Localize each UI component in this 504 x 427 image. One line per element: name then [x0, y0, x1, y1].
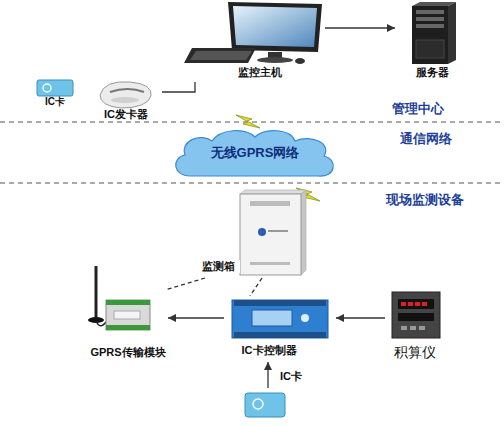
- connector: [250, 278, 262, 296]
- section-label: 现场监测设备: [386, 191, 464, 209]
- controller-node: IC卡控制器: [224, 296, 336, 362]
- separator-line: [0, 121, 504, 122]
- arrow-head: [168, 314, 176, 322]
- node-label: IC卡控制器: [224, 344, 314, 357]
- section-label: 通信网络: [400, 130, 452, 148]
- separator-line: [0, 182, 504, 183]
- cabinet-node: 监测箱: [196, 190, 304, 278]
- arrow-head: [264, 362, 272, 370]
- connector: [162, 82, 195, 92]
- arrow-head: [387, 24, 395, 32]
- reader-node: IC发卡器: [90, 78, 162, 122]
- node-label: 监测箱: [196, 260, 240, 273]
- server-icon: [412, 2, 456, 64]
- network-cloud: 无线GPRS网络: [170, 128, 340, 180]
- computer-icon: [184, 2, 322, 64]
- totalizer-icon: [392, 292, 440, 338]
- node-label: 积算仪: [385, 344, 445, 361]
- totalizer-node: 积算仪: [385, 290, 445, 364]
- lightning-symbol: [236, 115, 260, 128]
- card-node: IC卡: [30, 78, 80, 110]
- node-label: 监控主机: [195, 66, 325, 79]
- cabinet-icon: [240, 190, 306, 275]
- connector: [325, 27, 395, 28]
- connector: [168, 317, 224, 318]
- section-label: 管理中心: [392, 100, 444, 118]
- controller-icon: [232, 300, 328, 338]
- node-label: GPRS传输模块: [88, 346, 168, 359]
- arrow-head: [336, 314, 344, 322]
- computer-node: 监控主机: [185, 0, 325, 82]
- gprs-module-icon: [88, 266, 150, 330]
- ic-card-icon: [245, 393, 285, 417]
- connector: [165, 278, 205, 290]
- node-label: 服务器: [395, 66, 470, 79]
- gprs-module-node: GPRS传输模块: [88, 290, 168, 362]
- server-node: 服务器: [395, 0, 470, 82]
- node-label: IC卡: [276, 370, 306, 383]
- ic-card-icon: [37, 80, 73, 96]
- card-node: IC卡: [240, 388, 290, 422]
- card-reader-icon: [100, 82, 151, 108]
- node-label: IC发卡器: [90, 108, 162, 121]
- node-label: 无线GPRS网络: [170, 145, 340, 161]
- node-label: IC卡: [30, 96, 80, 108]
